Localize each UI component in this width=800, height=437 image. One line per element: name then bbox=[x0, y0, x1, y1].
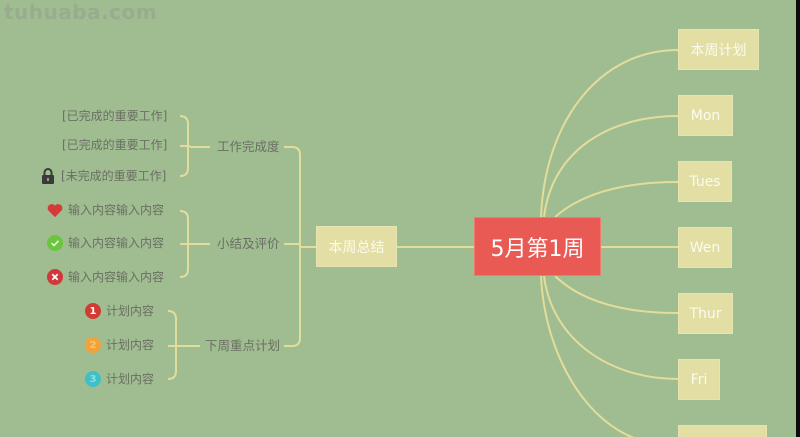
node-thur[interactable]: Thur bbox=[678, 293, 733, 334]
leaf-text: [未完成的重要工作] bbox=[61, 169, 167, 183]
node-label: 本周计划 bbox=[690, 42, 747, 59]
node-fri[interactable]: Fri bbox=[678, 359, 720, 400]
heart-icon bbox=[47, 202, 63, 218]
node-tues[interactable]: Tues bbox=[678, 161, 732, 202]
priority-1-icon: 1 bbox=[85, 303, 101, 319]
node-label: Thur bbox=[689, 305, 722, 322]
leaf-summary-3[interactable]: 输入内容输入内容 bbox=[47, 269, 164, 285]
weekly-summary-node[interactable]: 本周总结 bbox=[316, 226, 397, 267]
check-icon bbox=[47, 235, 63, 251]
priority-2-icon: 2 bbox=[85, 337, 101, 353]
leaf-plan-1[interactable]: 1 计划内容 bbox=[85, 303, 154, 319]
leaf-text: [已完成的重要工作] bbox=[62, 109, 168, 123]
node-partial-bottom[interactable] bbox=[678, 425, 767, 437]
leaf-summary-1[interactable]: 输入内容输入内容 bbox=[47, 202, 164, 218]
cross-icon bbox=[47, 269, 63, 285]
node-mon[interactable]: Mon bbox=[678, 95, 733, 136]
leaf-text: 计划内容 bbox=[106, 304, 155, 318]
priority-3-icon: 3 bbox=[85, 371, 101, 387]
center-topic-label: 5月第1周 bbox=[490, 236, 585, 262]
lock-icon bbox=[40, 168, 56, 184]
leaf-plan-3[interactable]: 3 计划内容 bbox=[85, 371, 154, 387]
node-weekly-plan[interactable]: 本周计划 bbox=[678, 29, 759, 70]
node-label: Tues bbox=[689, 173, 721, 190]
leaf-text: 计划内容 bbox=[106, 338, 155, 352]
leaf-plan-2[interactable]: 2 计划内容 bbox=[85, 337, 154, 353]
weekly-summary-label: 本周总结 bbox=[328, 239, 385, 256]
window-edge bbox=[796, 0, 800, 437]
leaf-text: 输入内容输入内容 bbox=[68, 270, 165, 284]
node-label: Wen bbox=[689, 239, 721, 256]
group-summary-evaluation[interactable]: 小结及评价 bbox=[217, 236, 280, 251]
leaf-completed-work-1[interactable]: [已完成的重要工作] bbox=[62, 108, 167, 124]
node-label: Mon bbox=[690, 107, 721, 124]
node-label: Fri bbox=[690, 371, 708, 388]
center-topic[interactable]: 5月第1周 bbox=[474, 217, 601, 276]
leaf-text: [已完成的重要工作] bbox=[62, 138, 168, 152]
leaf-text: 输入内容输入内容 bbox=[68, 236, 165, 250]
leaf-uncompleted-work[interactable]: [未完成的重要工作] bbox=[40, 168, 166, 184]
group-next-week-plan[interactable]: 下周重点计划 bbox=[205, 338, 281, 353]
node-wen[interactable]: Wen bbox=[678, 227, 732, 268]
leaf-text: 计划内容 bbox=[106, 372, 155, 386]
watermark: tuhuaba.com bbox=[4, 0, 158, 24]
leaf-summary-2[interactable]: 输入内容输入内容 bbox=[47, 235, 164, 251]
group-work-completion[interactable]: 工作完成度 bbox=[217, 139, 280, 154]
leaf-completed-work-2[interactable]: [已完成的重要工作] bbox=[62, 137, 167, 153]
leaf-text: 输入内容输入内容 bbox=[68, 203, 165, 217]
